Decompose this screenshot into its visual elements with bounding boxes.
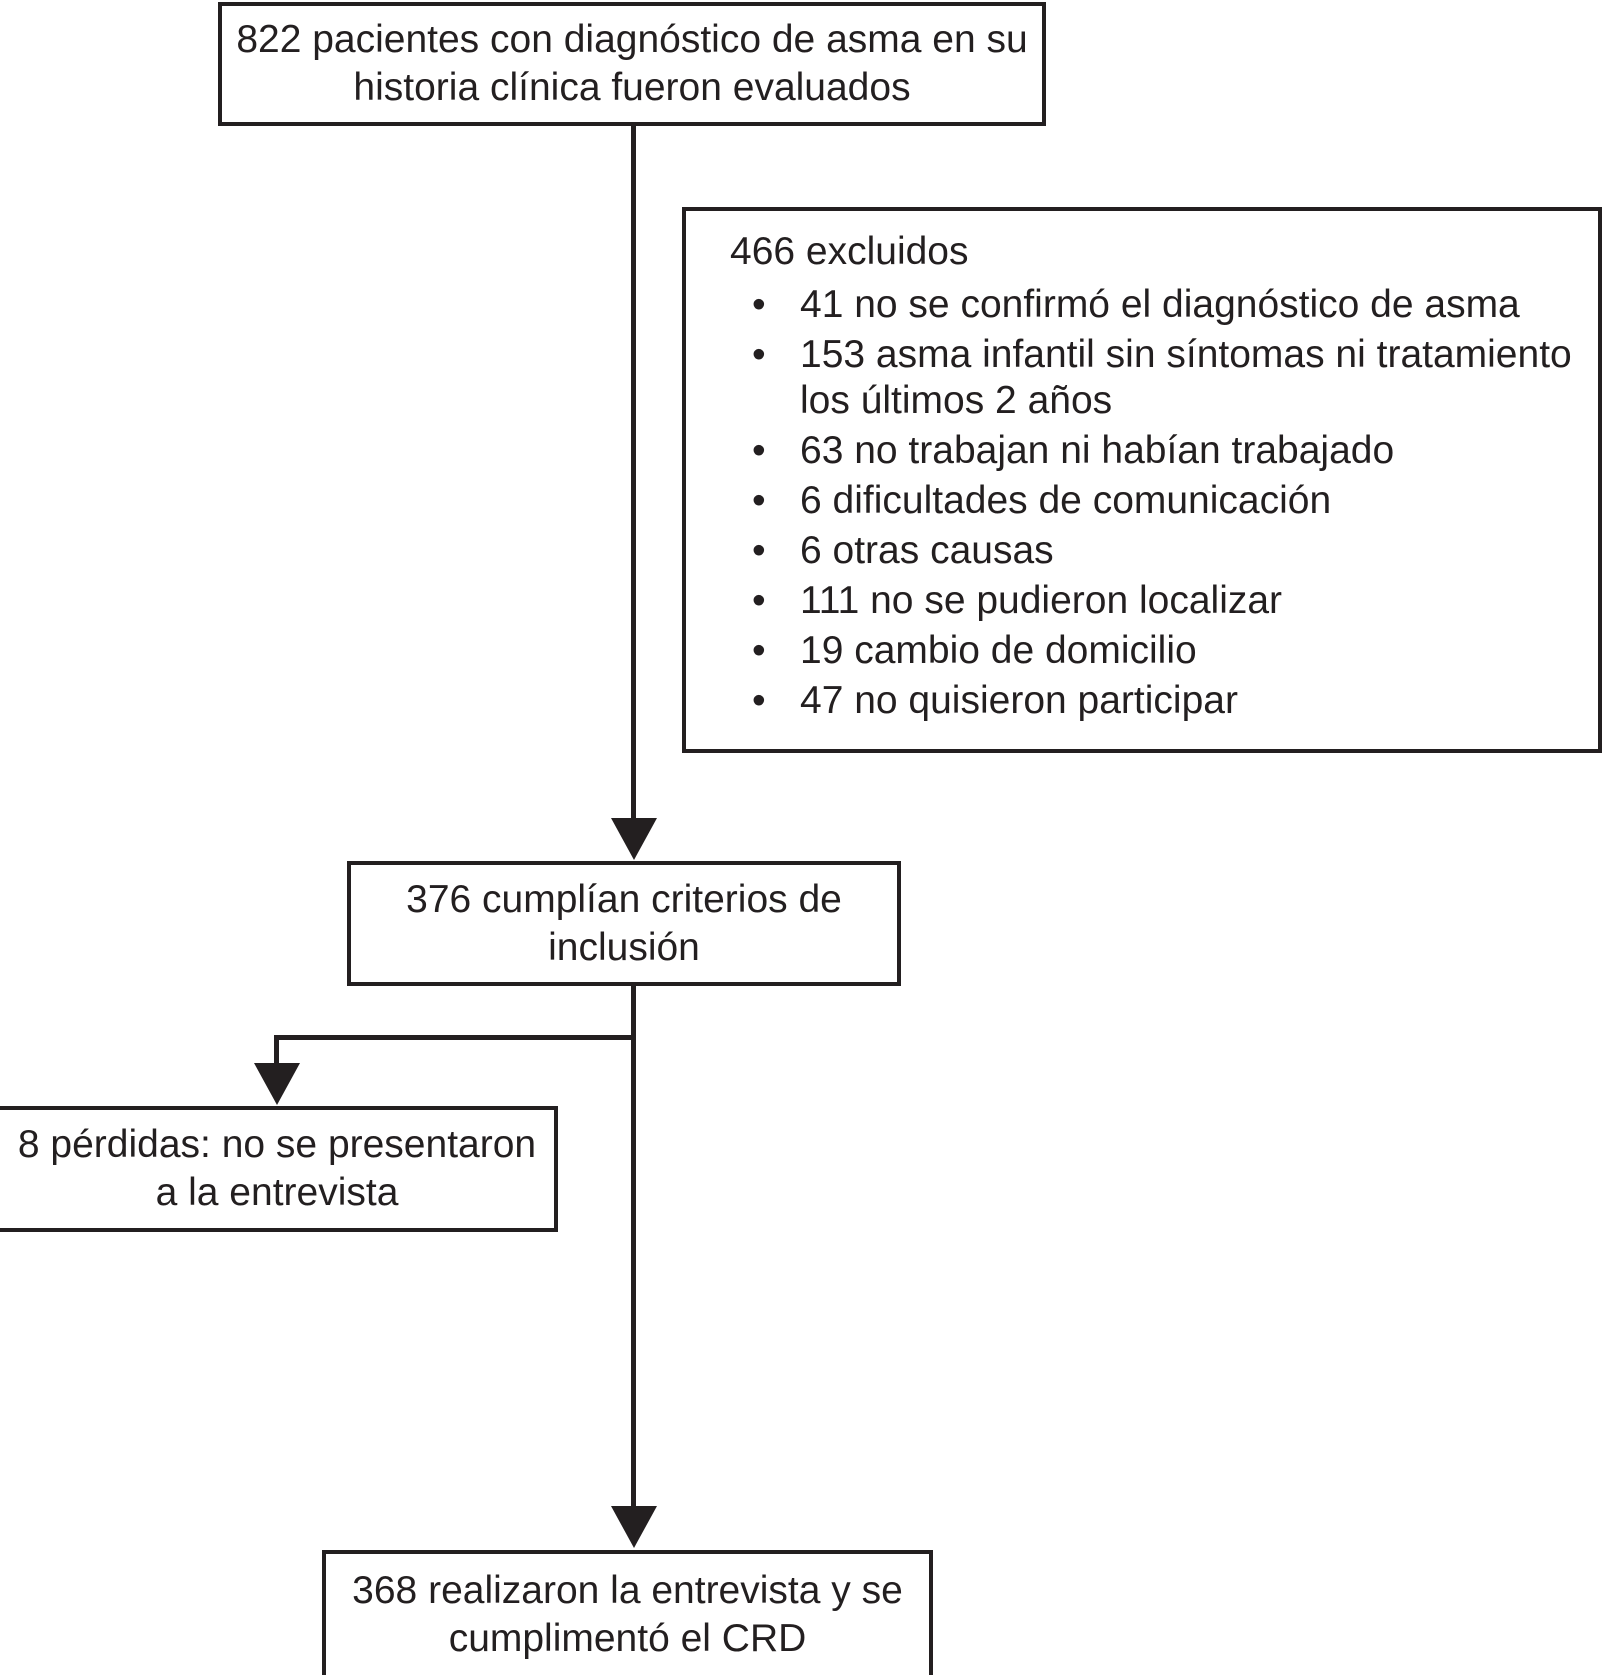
excluded-reason-text: 19 cambio de domicilio <box>800 628 1197 672</box>
excluded-reason-text: 63 no trabajan ni habían trabajado <box>800 428 1395 472</box>
connector-screened-to-included <box>631 126 636 820</box>
node-included-line2: inclusión <box>548 925 700 969</box>
bullet-icon: • <box>752 528 766 572</box>
bullet-icon: • <box>752 428 766 472</box>
node-interviewed: 368 realizaron la entrevista y se cumpli… <box>322 1550 933 1675</box>
list-item: • 111 no se pudieron localizar <box>742 578 1584 624</box>
list-item: • 47 no quisieron participar <box>742 678 1584 724</box>
arrowhead-included-to-interviewed <box>611 1506 657 1548</box>
node-excluded: 466 excluidos • 41 no se confirmó el dia… <box>682 207 1602 753</box>
bullet-icon: • <box>752 628 766 672</box>
excluded-reason-text: 41 no se confirmó el diagnóstico de asma <box>800 282 1520 326</box>
connector-included-to-losses-horizontal <box>274 1035 634 1040</box>
arrowhead-included-to-losses <box>254 1063 300 1105</box>
excluded-reason-text: 47 no quisieron participar <box>800 678 1238 722</box>
connector-included-to-losses-vertical <box>274 1035 279 1066</box>
bullet-icon: • <box>752 282 766 326</box>
node-interviewed-line2: cumplimentó el CRD <box>448 1616 807 1660</box>
list-item: • 6 otras causas <box>742 528 1584 574</box>
connector-included-to-interviewed <box>631 986 636 1508</box>
excluded-reason-text: 6 otras causas <box>800 528 1054 572</box>
node-losses-line2: a la entrevista <box>155 1171 399 1214</box>
node-screened-line2: historia clínica fueron evaluados <box>353 66 911 109</box>
excluded-title: 466 excluidos <box>730 230 969 273</box>
excluded-reason-list: • 41 no se confirmó el diagnóstico de as… <box>712 282 1584 724</box>
bullet-icon: • <box>752 478 766 522</box>
list-item: • 6 dificultades de comunicación <box>742 478 1584 524</box>
list-item: • 19 cambio de domicilio <box>742 628 1584 674</box>
node-included-line1: 376 cumplían criterios de <box>406 877 842 921</box>
node-interviewed-line1: 368 realizaron la entrevista y se <box>352 1568 903 1612</box>
node-screened-patients: 822 pacientes con diagnóstico de asma en… <box>218 2 1046 126</box>
node-screened-line1: 822 pacientes con diagnóstico de asma en… <box>236 18 1028 62</box>
node-included: 376 cumplían criterios de inclusión <box>347 861 901 986</box>
bullet-icon: • <box>752 578 766 622</box>
node-losses-line1: 8 pérdidas: no se presentaron <box>17 1123 537 1167</box>
list-item: • 41 no se confirmó el diagnóstico de as… <box>742 282 1584 328</box>
bullet-icon: • <box>752 678 766 722</box>
excluded-reason-text: 6 dificultades de comunicación <box>800 478 1332 522</box>
list-item: • 63 no trabajan ni habían trabajado <box>742 428 1584 474</box>
list-item: • 153 asma infantil sin síntomas ni trat… <box>742 332 1584 424</box>
node-losses: 8 pérdidas: no se presentaron a la entre… <box>0 1106 558 1232</box>
excluded-reason-text: 111 no se pudieron localizar <box>800 578 1283 622</box>
bullet-icon: • <box>752 332 766 376</box>
arrowhead-screened-to-included <box>611 818 657 860</box>
excluded-reason-text: 153 asma infantil sin síntomas ni tratam… <box>800 332 1572 422</box>
